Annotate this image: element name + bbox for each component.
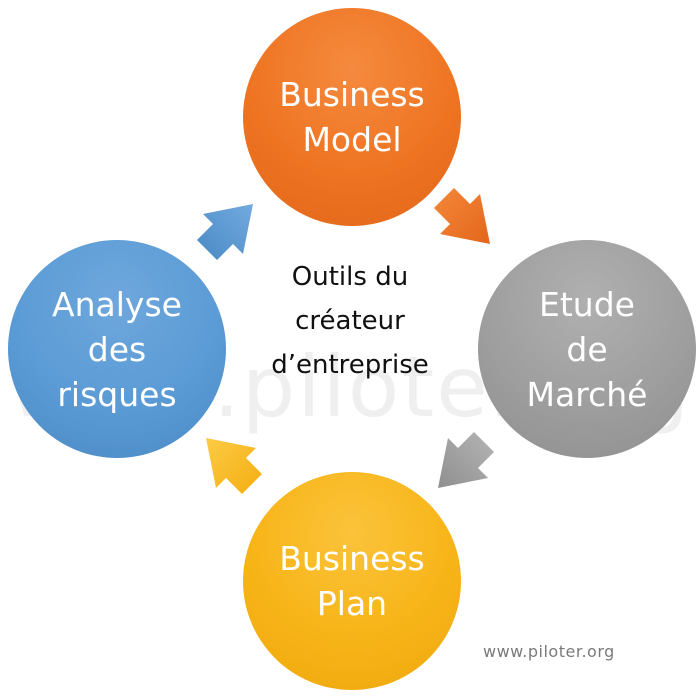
node-etude-de-marche: Etude de Marché bbox=[478, 240, 696, 458]
arrow-down-right-icon bbox=[434, 188, 490, 244]
arrow-up-right-icon bbox=[197, 204, 253, 260]
node-business-model: Business Model bbox=[243, 8, 461, 226]
center-title-line: d’entreprise bbox=[271, 350, 429, 380]
node-label-line: Business bbox=[279, 539, 425, 578]
node-label-line: Etude bbox=[539, 284, 635, 324]
node-label-line: risques bbox=[57, 374, 177, 414]
arrow-down-left-icon bbox=[438, 432, 494, 488]
center-title-line: Outils du bbox=[291, 262, 409, 292]
center-title-line: créateur bbox=[295, 306, 405, 336]
node-label-line: Business bbox=[279, 75, 425, 114]
node-label-line: des bbox=[87, 329, 147, 369]
node-analyse-des-risques: Analyse des risques bbox=[8, 240, 226, 458]
node-business-plan: Business Plan bbox=[243, 472, 461, 690]
center-title: Outils du créateur d’entreprise bbox=[230, 255, 470, 387]
node-label-line: Analyse bbox=[52, 284, 182, 324]
source-credit: www.piloter.org bbox=[483, 642, 615, 661]
node-label-line: Model bbox=[302, 120, 402, 159]
node-label-line: Plan bbox=[316, 584, 388, 623]
node-label-line: de bbox=[566, 329, 608, 369]
node-label-line: Marché bbox=[526, 374, 648, 414]
arrow-up-left-icon bbox=[206, 438, 262, 494]
